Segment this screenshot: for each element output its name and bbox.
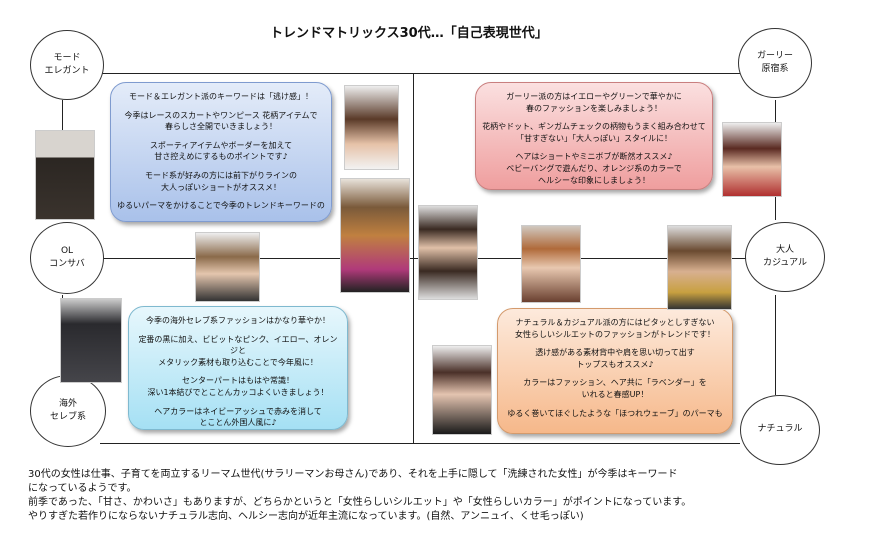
hairstyle-photo bbox=[418, 205, 478, 300]
hairstyle-photo bbox=[340, 178, 410, 293]
hairstyle-photo bbox=[722, 122, 782, 197]
natural-description-box: ナチュラル＆カジュアル派の方にはピタッとしすぎない 女性らしいシルエットのファッ… bbox=[497, 308, 733, 434]
text: ヘアはショートやミニボブが断然オススメ♪ ベビーバングで遊んだり、オレンジ系のカ… bbox=[506, 152, 682, 185]
text: 今季の海外セレブ系ファッションはかなり華やか！ bbox=[146, 316, 330, 325]
frame-top bbox=[100, 73, 740, 74]
text: モード系が好みの方には前下がりラインの 大人っぽいショートがオススメ！ bbox=[145, 170, 297, 192]
text: 今季はレースのスカートやワンピース 花柄アイテムで 春らしさ全開でいきましょう！ bbox=[124, 110, 318, 132]
hairstyle-photo bbox=[60, 298, 122, 383]
text: モード＆エレガント派のキーワードは「逃け感」！ bbox=[129, 92, 313, 101]
summary-text: 30代の女性は仕事、子育てを両立するリーマム世代(サラリーマンお母さん)であり、… bbox=[28, 469, 692, 522]
frame-bottom bbox=[100, 443, 740, 444]
page-title: トレンドマトリックス30代…「自己表現世代」 bbox=[270, 26, 548, 41]
text: ゆるく巻いてほぐしたような「ほつれウェーブ」のパーマも bbox=[507, 408, 723, 418]
text: 花柄やドット、ギンガムチェックの柄物もうまく組み合わせて 「甘すぎない」「大人っ… bbox=[482, 122, 706, 143]
hairstyle-photo bbox=[195, 232, 260, 302]
text: センターパートはもはや常識！ 深い1本結びでとことんカッコよくいきましょう！ bbox=[147, 376, 329, 397]
text: 透け感がある素材背中や肩を思い切って出す トップスもオススメ♪ bbox=[535, 348, 695, 369]
label-girly: ガーリー 原宿系 bbox=[738, 28, 812, 98]
text: ゆるいパーマをかけることで今季のトレンドキーワードの bbox=[117, 201, 325, 211]
text: カラーはファッション、ヘア共に「ラベンダー」を いれると春感UP！ bbox=[523, 378, 707, 399]
hairstyle-photo bbox=[344, 85, 399, 170]
hairstyle-photo bbox=[432, 345, 492, 435]
label-natural: ナチュラル bbox=[740, 395, 820, 465]
text: 定番の黒に加え、ビビットなピンク、イエロー、オレンジと メタリック素材も取り込む… bbox=[138, 334, 338, 367]
mode-description-box: モード＆エレガント派のキーワードは「逃け感」！ 今季はレースのスカートやワンピース… bbox=[110, 82, 332, 222]
hairstyle-photo bbox=[521, 225, 581, 303]
text: スポーティアイテムやボーダーを加えて 甘さ控えめにするものポイントです♪ bbox=[149, 140, 293, 162]
label-mode-elegant: モード エレガント bbox=[30, 30, 104, 100]
hairstyle-photo bbox=[667, 225, 732, 310]
label-otona-casual: 大人 カジュアル bbox=[745, 222, 825, 292]
label-celeb: 海外 セレブ系 bbox=[30, 375, 106, 447]
text: ナチュラル＆カジュアル派の方にはピタッとしすぎない 女性らしいシルエットのファッ… bbox=[515, 318, 715, 339]
text: ガーリー派の方はイエローやグリーンで華やかに 春のファッションを楽しみましょう！ bbox=[506, 92, 682, 113]
text: ヘアカラーはネイビーアッシュで赤みを消して とことん外国人風に♪ bbox=[154, 406, 322, 428]
axis-vertical bbox=[413, 73, 414, 443]
girly-description-box: ガーリー派の方はイエローやグリーンで華やかに 春のファッションを楽しみましょう！… bbox=[475, 82, 713, 190]
label-ol: OL コンサバ bbox=[30, 222, 104, 294]
frame-right-lower bbox=[775, 295, 776, 395]
celeb-description-box: 今季の海外セレブ系ファッションはかなり華やか！ 定番の黒に加え、ビビットなピンク、… bbox=[128, 306, 348, 430]
hairstyle-photo bbox=[35, 130, 95, 220]
